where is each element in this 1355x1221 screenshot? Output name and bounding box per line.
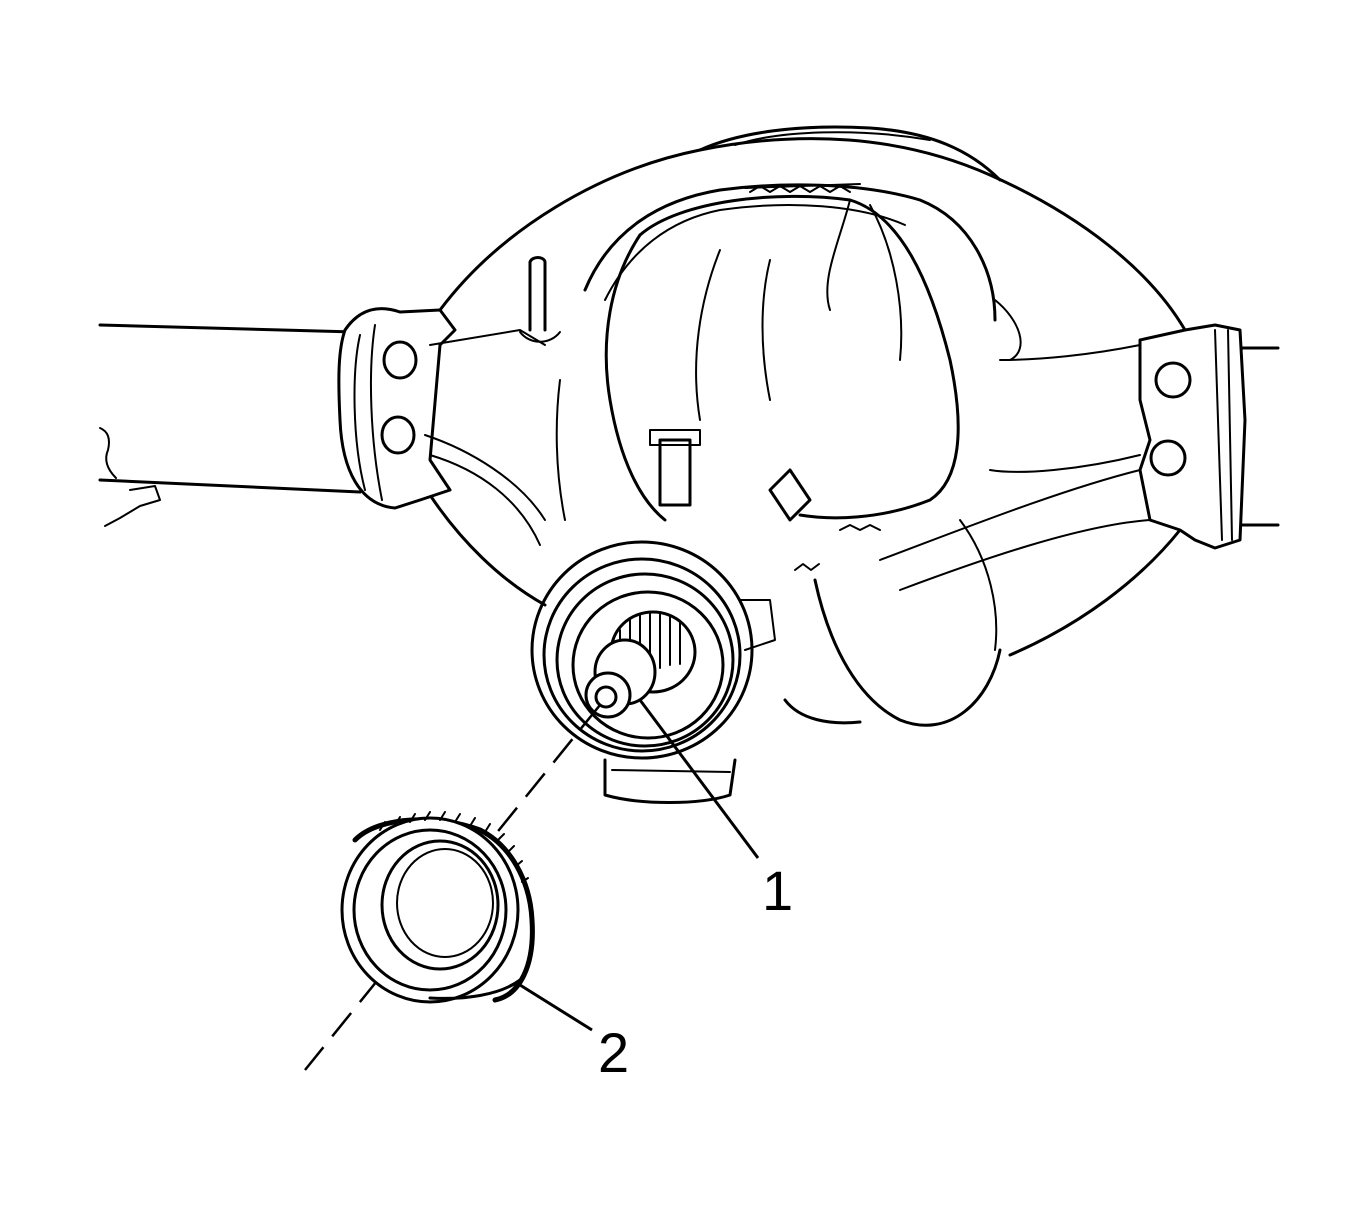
pinion-bearing bbox=[340, 811, 535, 1004]
leader-line-2 bbox=[519, 983, 593, 1032]
pinion-gear-and-shaft bbox=[584, 610, 697, 719]
leader-line-1 bbox=[638, 699, 760, 859]
callout-1-label: 1 bbox=[762, 859, 793, 922]
pinion-housing-bore bbox=[530, 540, 776, 804]
left-axle-tube bbox=[98, 323, 362, 527]
right-axle-tube bbox=[1238, 346, 1280, 527]
carrier-housing bbox=[337, 125, 1247, 727]
callout-2-label: 2 bbox=[598, 1021, 629, 1084]
